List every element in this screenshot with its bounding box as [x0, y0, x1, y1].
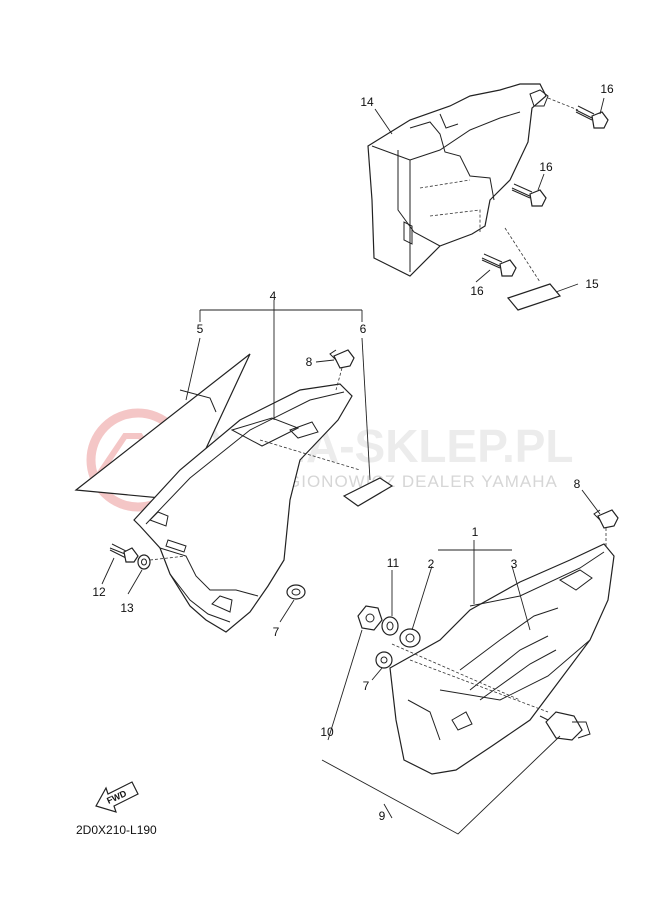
washer-11 [381, 616, 399, 636]
grommet-7-right [375, 651, 393, 669]
bolt-12 [109, 543, 139, 563]
callout-14: 14 [360, 95, 374, 109]
callout-8-right: 8 [574, 477, 581, 491]
diagram-code: 2D0X210-L190 [76, 823, 157, 837]
grommet-2 [399, 628, 421, 648]
callout-16-bottom: 16 [470, 284, 484, 298]
bolt-16-bottom [481, 253, 517, 277]
callout-labels: 1 2 3 4 5 6 7 7 8 8 9 10 11 12 13 14 15 … [92, 82, 614, 823]
callout-4: 4 [270, 289, 277, 303]
battery-box [367, 83, 549, 277]
left-pad [342, 477, 394, 507]
forward-arrow: FWD [95, 781, 139, 813]
callout-16-middle: 16 [539, 160, 553, 174]
callout-13: 13 [120, 601, 134, 615]
callout-10: 10 [320, 725, 334, 739]
callout-8-left: 8 [306, 355, 313, 369]
bolt-16-top [547, 97, 609, 129]
grommet-7-left [286, 584, 306, 600]
callout-7-left: 7 [273, 625, 280, 639]
washer-13 [137, 554, 187, 570]
callout-5: 5 [197, 322, 204, 336]
callout-3: 3 [511, 557, 518, 571]
callout-7-right: 7 [363, 679, 370, 693]
callout-6: 6 [360, 322, 367, 336]
callout-2: 2 [428, 557, 435, 571]
grommet-8-right [593, 509, 619, 546]
callout-11: 11 [387, 556, 400, 570]
side-cover-lock [539, 711, 591, 741]
bolt-16-middle [511, 183, 547, 207]
side-cover-film [74, 353, 251, 501]
callout-12: 12 [92, 585, 106, 599]
grommet-8-left [329, 349, 355, 391]
battery-pad [504, 227, 562, 311]
left-side-cover [133, 383, 361, 633]
callout-15: 15 [585, 277, 599, 291]
callout-16-top: 16 [600, 82, 614, 96]
leader-lines [101, 97, 605, 835]
nut-10 [357, 605, 383, 631]
callout-9: 9 [379, 809, 386, 823]
right-side-cover [389, 543, 615, 775]
callout-1: 1 [472, 525, 479, 539]
